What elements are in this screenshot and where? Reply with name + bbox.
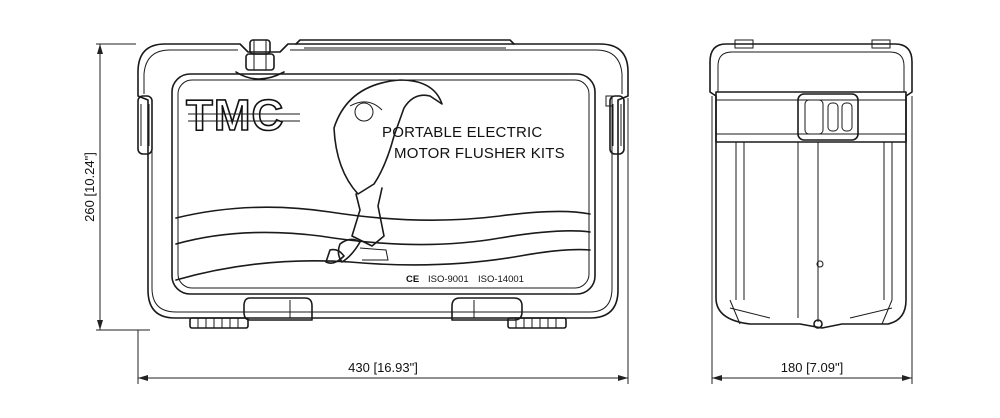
- side-view: [709, 39, 913, 329]
- right-latch: [609, 95, 625, 155]
- left-latch: [137, 95, 153, 155]
- outboard-motor-graphic: [325, 79, 443, 264]
- valve-cap: [235, 39, 285, 80]
- side-case-outline: [709, 43, 913, 329]
- product-title-line1: PORTABLE ELECTRIC: [382, 124, 542, 141]
- waves: [175, 206, 591, 281]
- product-title-line2: MOTOR FLUSHER KITS: [394, 145, 565, 162]
- logo-text: TMC: [186, 91, 284, 140]
- front-panel: [171, 73, 596, 295]
- dimension-height: 260 [10.24"]: [82, 43, 150, 331]
- ce-mark: CE: [406, 274, 419, 285]
- front-view: TMC PORTABLE ELECTRIC MOTOR FLUSHER KITS…: [137, 39, 629, 329]
- dimension-depth: 180 [7.09"]: [711, 96, 913, 384]
- case-outline: [137, 43, 629, 319]
- depth-label: 180 [7.09"]: [781, 360, 843, 375]
- height-label: 260 [10.24"]: [82, 152, 97, 222]
- side-strap: [715, 91, 907, 143]
- cert-iso14001: ISO-14001: [478, 274, 524, 285]
- bottom-hinges: [189, 297, 567, 329]
- width-label: 430 [16.93"]: [348, 360, 418, 375]
- dimension-width: 430 [16.93"]: [137, 98, 629, 384]
- top-handle: [295, 39, 515, 45]
- cert-iso9001: ISO-9001: [428, 274, 469, 285]
- side-buckle: [797, 93, 859, 141]
